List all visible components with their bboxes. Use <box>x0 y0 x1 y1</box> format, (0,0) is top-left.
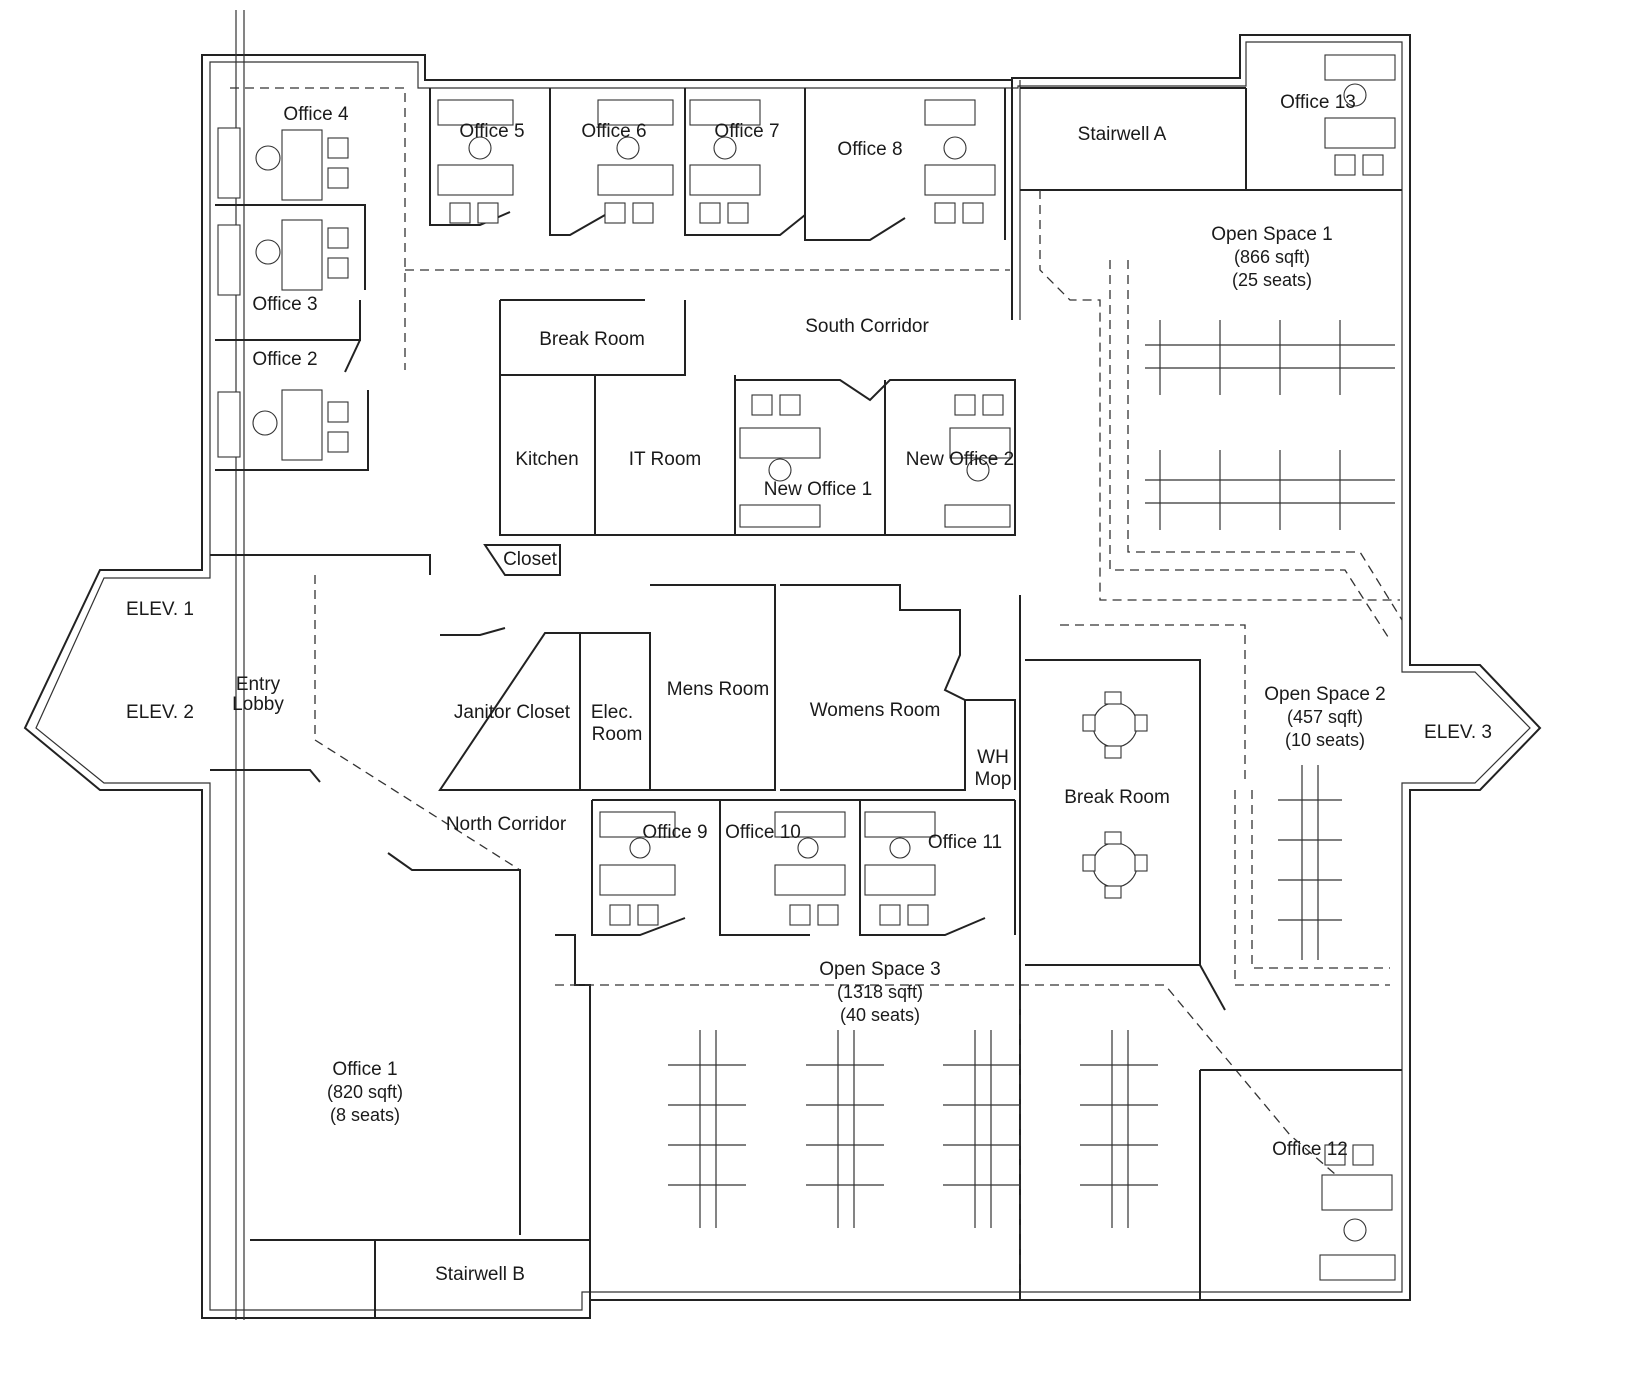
break-room-tables <box>1082 691 1148 899</box>
label-open-space-3: Open Space 3 <box>819 959 940 980</box>
label-south-corridor: South Corridor <box>805 316 929 337</box>
room-labels: Office 4 Office 5 Office 6 Office 7 Offi… <box>126 92 1492 1285</box>
label-office-7: Office 7 <box>714 121 779 142</box>
label-office-12: Office 12 <box>1272 1139 1348 1160</box>
label-elev-1: ELEV. 1 <box>126 599 194 620</box>
label-womens-room: Womens Room <box>810 700 941 721</box>
label-elec-room: Elec.Room <box>591 702 642 745</box>
label-janitor-closet: Janitor Closet <box>454 702 571 723</box>
label-office-10: Office 10 <box>725 822 801 843</box>
label-open-space-2-area: (457 sqft) <box>1287 707 1363 727</box>
label-office-2: Office 2 <box>252 349 317 370</box>
label-office-11: Office 11 <box>928 832 1002 853</box>
label-elev-3: ELEV. 3 <box>1424 722 1492 743</box>
interior-walls <box>210 80 1402 1318</box>
label-office-1: Office 1 <box>332 1059 397 1080</box>
label-new-office-2: New Office 2 <box>906 449 1014 470</box>
label-open-space-1: Open Space 1 <box>1211 224 1332 245</box>
label-open-space-1-area: (866 sqft) <box>1234 247 1310 267</box>
building-outline <box>23 10 1542 1320</box>
label-office-4: Office 4 <box>283 104 349 125</box>
label-north-corridor: North Corridor <box>446 814 567 835</box>
label-open-space-3-seats: (40 seats) <box>840 1005 920 1025</box>
label-closet: Closet <box>503 549 558 570</box>
label-open-space-2: Open Space 2 <box>1264 684 1385 705</box>
label-open-space-3-area: (1318 sqft) <box>837 982 923 1002</box>
label-office-8: Office 8 <box>837 139 902 160</box>
label-office-9: Office 9 <box>642 822 707 843</box>
label-kitchen: Kitchen <box>515 449 578 470</box>
label-new-office-1: New Office 1 <box>764 479 872 500</box>
label-office-6: Office 6 <box>581 121 646 142</box>
label-break-room-north: Break Room <box>1064 787 1170 808</box>
label-break-room-south: Break Room <box>539 329 645 350</box>
cable-trays <box>1109 260 1403 986</box>
desk-furniture <box>217 54 1396 1281</box>
label-office-5: Office 5 <box>459 121 524 142</box>
label-office-1-seats: (8 seats) <box>330 1105 400 1125</box>
label-stairwell-a: Stairwell A <box>1078 124 1167 145</box>
label-office-3: Office 3 <box>252 294 317 315</box>
label-office-1-area: (820 sqft) <box>327 1082 403 1102</box>
label-open-space-1-seats: (25 seats) <box>1232 270 1312 290</box>
label-elev-2: ELEV. 2 <box>126 702 194 723</box>
label-open-space-2-seats: (10 seats) <box>1285 730 1365 750</box>
label-mens-room: Mens Room <box>667 679 769 700</box>
label-office-13: Office 13 <box>1280 92 1356 113</box>
label-stairwell-b: Stairwell B <box>435 1264 525 1285</box>
label-it-room: IT Room <box>629 449 702 470</box>
workstation-benches <box>668 320 1395 1228</box>
